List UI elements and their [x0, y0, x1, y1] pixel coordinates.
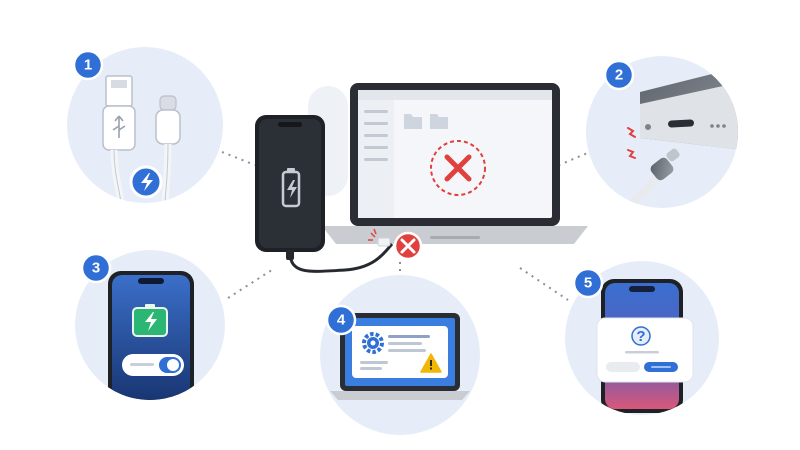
- phone-screen: [112, 275, 190, 400]
- connector-5: [519, 267, 569, 301]
- cable-connector-phone: [286, 250, 294, 260]
- step-4-number-badge: 4: [325, 304, 357, 336]
- debris-spark-icon: [627, 127, 636, 159]
- sidebar-rows: [364, 110, 388, 161]
- laptop-base: [322, 226, 588, 244]
- step-1-number: 1: [84, 57, 92, 74]
- step-2-number-badge: 2: [603, 59, 635, 91]
- connection-spark-icon: [368, 228, 377, 241]
- laptop-trackpad-notch: [430, 236, 480, 239]
- question-mark: ?: [636, 328, 645, 345]
- step-3-number: 3: [92, 260, 100, 277]
- battery-charging-icon: [281, 168, 301, 208]
- center-phone: [255, 115, 325, 252]
- phone-screen: [259, 119, 321, 248]
- window-titlebar: [358, 90, 552, 100]
- laptop-base: [330, 391, 470, 400]
- step-3-circle: [75, 250, 225, 400]
- not-detected-x-icon: [444, 154, 472, 182]
- phone-notch: [629, 286, 655, 292]
- usb-a-plug: [102, 75, 136, 203]
- cable-connector-laptop: [377, 237, 391, 247]
- phone-notch: [278, 122, 302, 127]
- lightning-bolt-icon: [141, 173, 153, 191]
- question-icon: [631, 326, 651, 346]
- connector-3: [227, 267, 276, 299]
- usb-c-plug: [155, 95, 181, 203]
- center-scene: [255, 83, 588, 273]
- step-4-number: 4: [337, 312, 346, 329]
- trust-dialog: ?: [596, 317, 694, 383]
- folder-icon: [404, 114, 422, 129]
- battery-charge-icon: [132, 304, 168, 337]
- step-5-number: 5: [584, 275, 592, 292]
- error-x-mark: [400, 238, 416, 254]
- speaker-holes: [710, 124, 726, 128]
- folder-icons: [404, 114, 448, 129]
- step-4-circle: [320, 275, 480, 435]
- usb-symbol-icon: [112, 115, 126, 138]
- dialog-text-line: [625, 351, 659, 354]
- charging-toggle: [122, 354, 184, 376]
- connector-1: [221, 151, 256, 166]
- warning-icon: [420, 353, 442, 373]
- step-5-number-badge: 5: [572, 267, 604, 299]
- step-3-number-badge: 3: [80, 252, 112, 284]
- settings-lines: [360, 335, 430, 370]
- laptop: [322, 83, 588, 244]
- step-2-number: 2: [615, 67, 623, 84]
- phone-notch: [138, 278, 164, 284]
- gear-icon: [362, 332, 384, 354]
- step-1-number-badge: 1: [72, 49, 104, 81]
- step-1-circle: [67, 47, 223, 203]
- not-detected-ring: [430, 140, 486, 196]
- dont-trust-button[interactable]: [606, 362, 640, 372]
- charging-port: [668, 119, 695, 128]
- step-5-circle: ?: [565, 261, 719, 415]
- usb-cable: [288, 243, 394, 273]
- folder-icon: [430, 114, 448, 129]
